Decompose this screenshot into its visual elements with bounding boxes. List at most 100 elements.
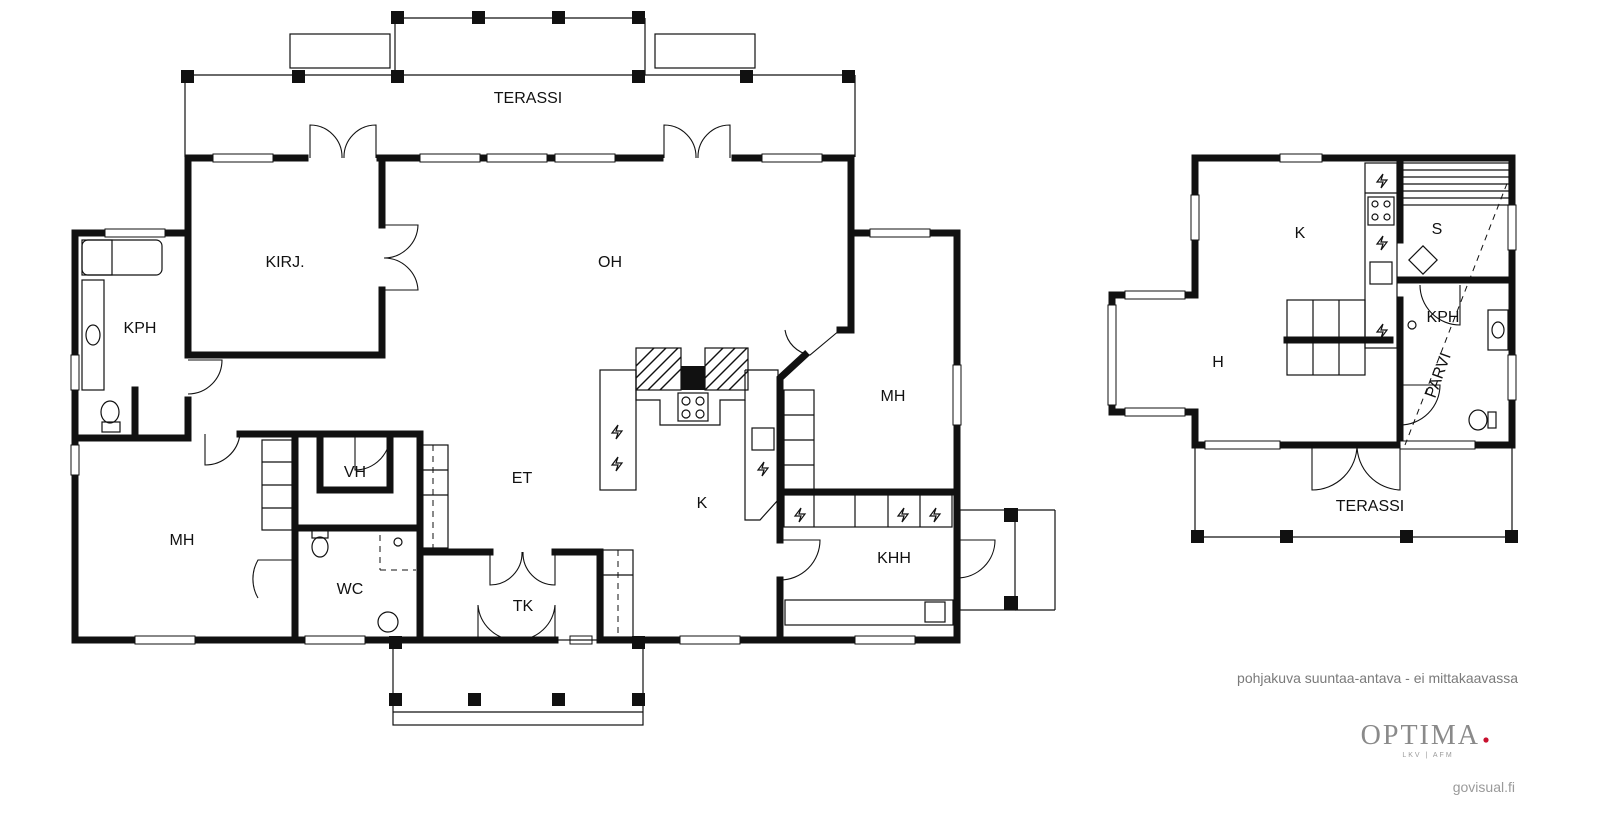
terrace-post — [391, 70, 404, 83]
door-tk-bottom — [477, 604, 516, 641]
stair — [1004, 596, 1018, 610]
windows — [70, 153, 962, 645]
window — [1204, 440, 1281, 450]
terrace-step-left — [289, 33, 391, 69]
kitchen-fixture — [744, 369, 779, 521]
kitchen-fixture — [896, 507, 910, 523]
stove-burner — [1371, 200, 1379, 208]
terrace-post — [472, 11, 485, 24]
electric-icon — [610, 424, 624, 440]
doors — [187, 124, 996, 641]
stove — [677, 392, 709, 422]
room-label-mh-right: MH — [881, 388, 906, 405]
top-terrace-structure — [181, 11, 856, 157]
bathroom-fixture — [101, 421, 121, 433]
wall — [551, 548, 604, 644]
upper-kph-sink — [1491, 321, 1505, 339]
door-khh-exterior — [956, 539, 996, 579]
wall — [184, 154, 199, 359]
entrance-porch — [389, 636, 645, 726]
bathtub — [81, 239, 163, 276]
window — [1507, 204, 1517, 251]
stair — [1004, 508, 1018, 522]
window — [486, 153, 548, 163]
upper-stairs — [1286, 299, 1366, 376]
credit-text: govisual.fi — [1453, 779, 1515, 795]
terrace-post — [552, 11, 565, 24]
terrace-post — [292, 70, 305, 83]
wc-toilet — [311, 536, 329, 558]
door-vh — [354, 433, 391, 471]
ground-floor-labels: TERASSI KIRJ. OH KPH MH MH VH ET K WC TK… — [124, 90, 911, 615]
kitchen-fixture — [635, 370, 746, 426]
interior-walls — [131, 154, 961, 644]
bathroom-fixture — [81, 239, 113, 276]
room-label-kirj: KIRJ. — [265, 254, 304, 271]
hatch — [716, 358, 749, 391]
terrace-post — [632, 11, 645, 24]
stove-burner — [1383, 213, 1391, 221]
stove-burner — [681, 396, 691, 406]
upper-stove — [1367, 196, 1395, 226]
wall — [236, 430, 494, 556]
room-label-k: K — [697, 495, 708, 512]
double-door-kirj-side — [382, 224, 419, 259]
door-mh-left — [204, 433, 241, 466]
upper-fixtures — [1286, 162, 1516, 491]
fixture — [1487, 411, 1497, 429]
double-door-kirj — [309, 124, 343, 159]
window — [419, 153, 481, 163]
window — [854, 635, 916, 645]
terrace-post — [1280, 530, 1293, 543]
window — [1279, 153, 1323, 163]
upper-floor-labels: K S KPH H PARVI TERASSI — [1212, 221, 1459, 515]
door-mh-right — [784, 329, 841, 356]
kitchen-fixtures — [599, 347, 954, 626]
stairs — [261, 439, 1056, 638]
window — [761, 153, 823, 163]
terrace-post — [632, 70, 645, 83]
door — [697, 124, 731, 159]
upper-shower-icon — [1407, 320, 1417, 330]
brand-logo: OPTIMA — [1361, 720, 1480, 751]
terrace-post — [391, 11, 404, 24]
window — [70, 444, 80, 476]
window — [679, 635, 741, 645]
door — [517, 604, 556, 641]
upper-door-terassi — [1311, 444, 1358, 491]
laundry-counter — [784, 599, 954, 626]
stove-burner — [695, 409, 705, 419]
upper-door-kph — [1419, 284, 1461, 326]
hatch — [704, 347, 748, 391]
door — [522, 551, 556, 586]
terrace-post — [1505, 530, 1518, 543]
upper-kph-toilet — [1468, 409, 1488, 431]
hatch — [635, 347, 667, 379]
hatch — [659, 368, 682, 391]
terrace-post — [181, 70, 194, 83]
upper-kitchen-counter — [1364, 162, 1398, 349]
hatch — [635, 347, 679, 391]
wall — [316, 430, 394, 494]
window — [1124, 407, 1186, 417]
door-tk-top — [489, 551, 523, 586]
door — [1356, 444, 1401, 491]
kitchen-sink — [751, 427, 775, 451]
window — [1124, 290, 1186, 300]
upper-sink — [1369, 261, 1393, 285]
stove-burner — [695, 396, 705, 406]
laundry-sink — [924, 601, 946, 623]
wall — [836, 229, 855, 334]
window — [1107, 304, 1117, 406]
porch — [389, 636, 402, 649]
disclaimer-note: pohjakuva suuntaa-antava - ei mittakaava… — [1237, 670, 1518, 686]
window — [1399, 440, 1476, 450]
porch — [389, 693, 402, 706]
room-label-upper-terassi: TERASSI — [1336, 498, 1404, 515]
window — [952, 364, 962, 426]
wall — [776, 350, 961, 496]
side-entrance-steps — [959, 509, 1016, 611]
window — [1190, 194, 1200, 241]
